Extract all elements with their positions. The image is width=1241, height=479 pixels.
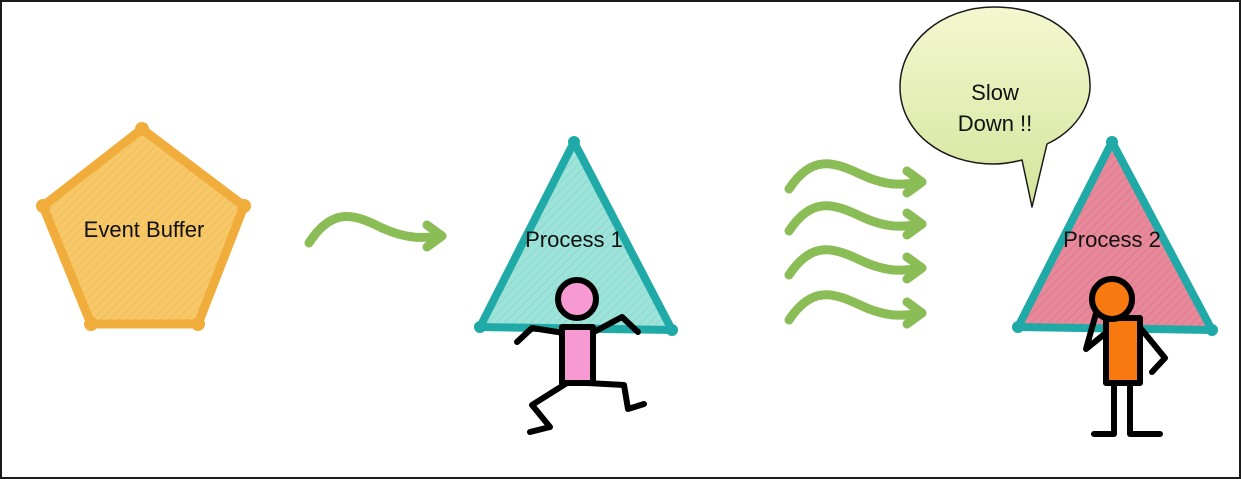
speech-bubble: Slow Down !! bbox=[899, 6, 1091, 208]
running-person-icon bbox=[514, 277, 647, 435]
flow-arrow-single bbox=[304, 212, 447, 252]
process-2-label: Process 2 bbox=[1063, 227, 1161, 252]
event-buffer-label: Event Buffer bbox=[84, 217, 205, 242]
bubble-line-2: Down !! bbox=[958, 111, 1033, 136]
pentagon-shape bbox=[38, 124, 249, 329]
process-1-label: Process 1 bbox=[525, 227, 623, 252]
stopping-person-icon bbox=[1083, 276, 1168, 437]
flow-arrows-multi bbox=[784, 159, 927, 329]
pentagon-handles bbox=[36, 122, 251, 331]
event-buffer-node: Event Buffer bbox=[36, 122, 251, 331]
bubble-line-1: Slow bbox=[971, 80, 1019, 105]
